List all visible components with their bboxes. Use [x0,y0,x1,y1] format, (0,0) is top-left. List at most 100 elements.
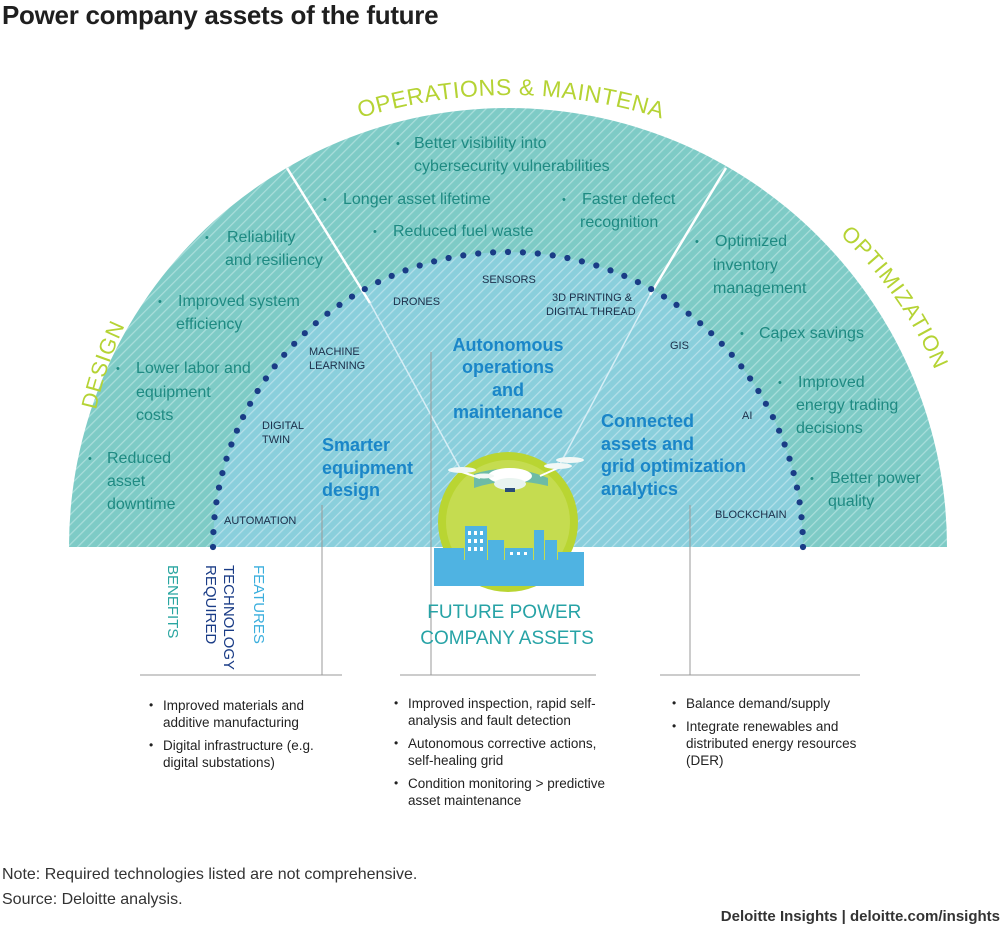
arc-dot [291,340,298,347]
arc-dot [262,375,269,382]
arc-dot [799,529,806,536]
svg-text:•: • [323,194,327,206]
tech-automation: AUTOMATION [224,515,296,527]
benefit-line: Capex savings [759,325,864,342]
arc-dot [607,267,614,274]
tech-machine-learning: MACHINE [309,346,360,358]
benefit-line: Optimized [715,233,787,250]
svg-text:•: • [562,194,566,206]
arc-dot [708,330,715,337]
arc-dot [301,330,308,337]
legend-technology: REQUIRED [202,565,219,644]
feature-optimization: assets and [601,434,694,454]
arc-dot [223,455,230,462]
arc-dot [519,249,527,256]
arc-dot [445,254,452,262]
arc-dot [648,286,655,293]
arc-dot [549,252,556,259]
svg-text:•: • [740,328,744,340]
benefit-line: inventory [713,257,778,274]
feature-optimization: Connected [601,411,694,431]
arc-dot [621,272,628,279]
benefit-line: Improved [798,374,865,391]
benefit-line: efficiency [176,316,242,333]
operations-benefits: • Better visibility into cybersecurity v… [323,135,676,240]
arc-dot [798,514,805,521]
arc-dot [796,499,803,506]
benefit-line: Improved system [178,293,300,310]
arc-dot [738,363,745,370]
feature-design: Smarter [322,435,390,455]
benefit-line: costs [136,407,173,424]
arc-dot [747,375,754,382]
tech-ai: AI [742,410,752,422]
arc-dot [312,320,319,327]
arc-dot [769,414,777,421]
beam-right [557,294,651,469]
arc-dot [728,351,735,358]
arc-dot [790,470,797,477]
arc-dot [348,293,356,300]
svg-text:•: • [88,453,92,465]
benefit-item: • Reduced asset downtime [88,450,176,513]
detail-item: Improved materials and additive manufact… [146,697,346,731]
benefit-line: Faster defect [582,191,676,208]
feature-operations: Autonomous [453,335,564,355]
arc-dot [240,414,247,421]
svg-text:•: • [778,377,782,389]
feature-design: equipment [322,458,413,478]
benefit-line: recognition [580,214,658,231]
tech-blockchain: BLOCKCHAIN [715,509,787,521]
credit-link[interactable]: Deloitte Insights | deloitte.com/insight… [720,908,1000,925]
feature-labels: Smarter equipment design Autonomous oper… [322,335,746,500]
benefit-item: • Better visibility into cybersecurity v… [396,135,610,175]
detail-item: Improved inspection, rapid self-analysis… [391,695,611,729]
arc-dot [324,310,331,317]
benefit-line: asset [107,473,146,490]
benefit-item: • Reduced fuel waste [373,223,534,240]
future-assets-illustration: FUTURE POWER COMPANY ASSETS [420,452,594,649]
legend-features: FEATURES [250,565,267,644]
benefit-item: • Better power quality [810,470,921,510]
arc-dot [219,470,226,477]
arc-dot [431,258,438,265]
tech-drones: DRONES [393,296,440,308]
design-benefits: • Reliability and resiliency • Improved … [88,229,323,513]
svg-text:•: • [396,138,400,150]
page-title: Power company assets of the future [2,0,439,30]
feature-optimization: grid optimization [601,456,746,476]
benefit-line: Lower labor and [136,360,251,377]
benefit-item: • Faster defect recognition [562,191,676,231]
benefit-line: Reliability [227,229,295,246]
arc-dot [534,250,541,257]
feature-operations: maintenance [453,402,563,422]
detail-item: Autonomous corrective actions, self-heal… [391,735,611,769]
svg-text:•: • [116,363,120,375]
tech-machine-learning: LEARNING [309,360,365,372]
feature-design: design [322,480,380,500]
arc-dot [786,455,793,462]
benefit-line: quality [828,493,874,510]
arc-dot [271,363,278,370]
feature-operations: and [492,380,524,400]
benefit-line: equipment [136,384,211,401]
arc-dot [799,543,807,551]
tech-digital-twin: TWIN [262,434,290,446]
benefit-item: • Improved energy trading decisions [778,374,898,437]
benefit-line: Reduced fuel waste [393,223,534,240]
svg-text:•: • [373,226,377,238]
footnote: Note: Required technologies listed are n… [2,862,417,912]
svg-text:•: • [205,232,209,244]
benefit-line: energy trading [796,397,898,414]
arc-dot [634,279,642,286]
arc-dot [673,301,680,308]
inner-dome [213,252,803,547]
detail-item: Integrate renewables and distributed ene… [669,718,879,769]
benefit-line: Better power [830,470,921,487]
svg-text:•: • [810,473,814,485]
note-text: Note: Required technologies listed are n… [2,866,418,883]
divider-left [285,167,372,304]
technology-labels: AUTOMATION DIGITAL TWIN MACHINE LEARNING… [224,274,787,527]
operations-feature-details: Improved inspection, rapid self-analysis… [391,695,611,815]
